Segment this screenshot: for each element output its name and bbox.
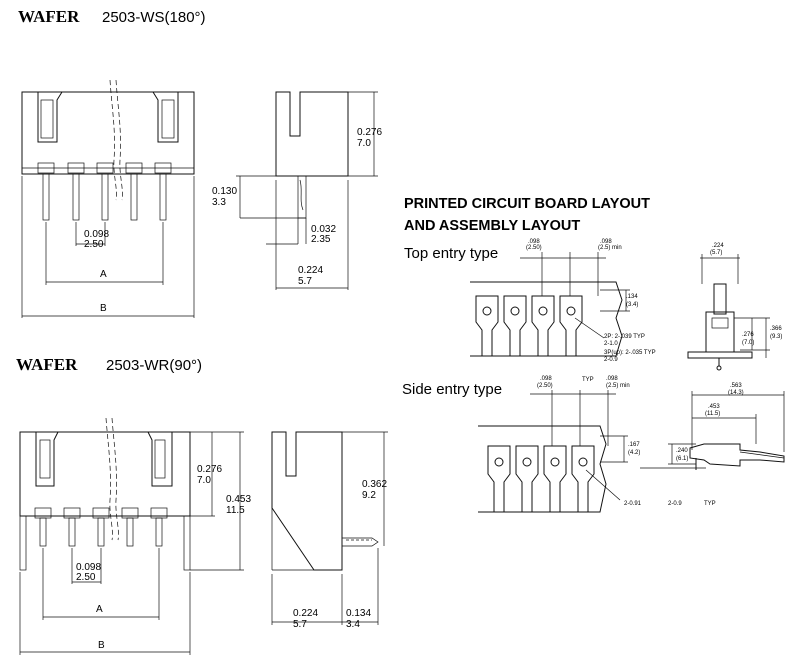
- bottom-sideh-in: 0.362: [362, 479, 387, 490]
- top-entry-note4: 2-0.9: [604, 357, 618, 363]
- bottom-pinext-mm: 3.4: [346, 619, 360, 630]
- pcb-title-line1: PRINTED CIRCUIT BOARD LAYOUT: [404, 196, 650, 212]
- side-entry-typ: TYP: [582, 377, 594, 383]
- side-entry-h-in: .240: [676, 448, 688, 454]
- side-entry-l1-mm: (14.3): [728, 390, 744, 396]
- top-entry-hole-in: .134: [626, 294, 638, 300]
- top-entry-w-mm: (5.7): [710, 250, 722, 256]
- bottom-brand: WAFER: [16, 355, 78, 374]
- top-entry-w-in: .224: [712, 243, 724, 249]
- side-entry-hole-mm: (4.2): [628, 450, 640, 456]
- top-pinlen-in: 0.130: [212, 186, 237, 197]
- bottom-pinext-in: 0.134: [346, 608, 371, 619]
- top-model: 2503-WS(180°): [102, 9, 206, 26]
- top-depth-in: 0.224: [298, 265, 323, 276]
- side-entry-min-mm: (2.5) min: [606, 383, 630, 389]
- top-pitch-in: 0.098: [84, 229, 109, 240]
- top-pinlen-mm: 3.3: [212, 197, 226, 208]
- bottom-pitch-in: 0.098: [76, 562, 101, 573]
- bottom-label-b: B: [98, 640, 105, 651]
- bottom-total-in: 0.453: [226, 494, 251, 505]
- top-pinthk-mm: 2.35: [311, 234, 331, 245]
- side-entry-pitch-in: .098: [540, 376, 552, 382]
- bottom-depth-in: 0.224: [293, 608, 318, 619]
- side-entry-l2-mm: (11.5): [705, 411, 720, 417]
- top-height-mm: 7.0: [357, 138, 371, 149]
- top-entry-pcb: [470, 252, 630, 357]
- top-entry-min-in: .098: [600, 239, 612, 245]
- top-entry-hole-mm: (3.4): [626, 302, 638, 308]
- top-entry-h1-mm: (7.0): [742, 340, 754, 346]
- top-entry-pitch-in: .098: [528, 239, 540, 245]
- side-entry-assembly: [640, 391, 785, 470]
- top-entry-note1: 2P: 2-.039 TYP: [604, 334, 645, 340]
- top-entry-min-mm: (2.5) min: [598, 245, 622, 251]
- bottom-label-a: A: [96, 604, 103, 615]
- bottom-height-in: 0.276: [197, 464, 222, 475]
- side-entry-pcb: [478, 390, 628, 513]
- top-depth-mm: 5.7: [298, 276, 312, 287]
- side-entry-note1: 2-0.91: [624, 501, 642, 507]
- pcb-title-line2: AND ASSEMBLY LAYOUT: [404, 218, 580, 234]
- bottom-pitch-mm: 2.50: [76, 572, 96, 583]
- side-entry-hole-in: .167: [628, 442, 640, 448]
- bottom-sideh-mm: 9.2: [362, 490, 376, 501]
- bottom-side-view: [271, 431, 388, 625]
- bottom-model: 2503-WR(90°): [106, 357, 202, 374]
- side-entry-l2-in: .453: [708, 404, 720, 410]
- top-label-b: B: [100, 303, 107, 314]
- side-entry-l1-in: .563: [730, 383, 742, 389]
- top-pinthk-in: 0.032: [311, 224, 336, 235]
- top-brand: WAFER: [18, 7, 80, 26]
- bottom-front-view: [19, 417, 244, 655]
- side-entry-label: Side entry type: [402, 381, 502, 398]
- bottom-total-mm: 11.5: [226, 505, 245, 516]
- top-entry-label: Top entry type: [404, 245, 498, 262]
- side-entry-typ2: TYP: [704, 501, 716, 507]
- top-front-view: [21, 79, 195, 318]
- side-entry-pitch-mm: (2.50): [537, 383, 553, 389]
- top-label-a: A: [100, 269, 107, 280]
- side-entry-min-in: .098: [606, 376, 618, 382]
- top-height-in: 0.276: [357, 127, 382, 138]
- top-entry-pitch-mm: (2.50): [526, 245, 542, 251]
- bottom-height-mm: 7.0: [197, 475, 211, 486]
- top-entry-h2-mm: (9.3): [770, 334, 782, 340]
- top-entry-h1-in: .276: [742, 332, 754, 338]
- top-entry-assembly: [687, 254, 770, 371]
- side-entry-h-mm: (6.1): [676, 456, 688, 462]
- top-entry-note2: 2-1.0: [604, 341, 618, 347]
- side-entry-note2: 2-0.9: [668, 501, 682, 507]
- top-pitch-mm: 2.50: [84, 239, 104, 250]
- top-side-view: [236, 91, 378, 290]
- top-entry-note3: 3P(up): 2-.035 TYP: [604, 350, 656, 356]
- bottom-depth-mm: 5.7: [293, 619, 307, 630]
- top-entry-h2-in: .366: [770, 326, 782, 332]
